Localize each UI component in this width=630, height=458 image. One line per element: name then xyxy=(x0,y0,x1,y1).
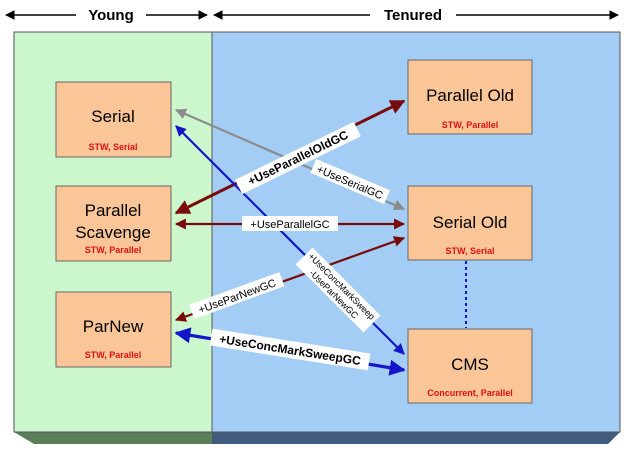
young-span-arrow: Young xyxy=(5,7,208,24)
parallel-scavenge-title-line2: Scavenge xyxy=(75,223,151,242)
serial-box: Serial STW, Serial xyxy=(55,81,172,158)
tenured-panel-bottom-edge xyxy=(212,432,620,444)
svg-text:+UseParallelGC: +UseParallelGC xyxy=(250,219,329,231)
serial-old-box: Serial Old STW, Serial xyxy=(407,185,533,261)
parnew-title: ParNew xyxy=(83,317,144,336)
parnew-box: ParNew STW, Parallel xyxy=(55,291,172,368)
young-label: Young xyxy=(88,7,134,24)
cms-box: CMS Concurrent, Parallel xyxy=(407,328,533,404)
young-panel-bottom-edge xyxy=(14,432,212,444)
tenured-span-arrow: Tenured xyxy=(213,7,619,24)
tenured-label: Tenured xyxy=(384,7,442,24)
serial-old-title: Serial Old xyxy=(433,213,508,232)
parnew-sub: STW, Parallel xyxy=(85,350,142,360)
cms-sub: Concurrent, Parallel xyxy=(427,388,513,398)
serial-title: Serial xyxy=(91,107,134,126)
parallel-scavenge-title-line1: Parallel xyxy=(85,201,142,220)
parallel-old-box: Parallel Old STW, Parallel xyxy=(407,59,533,135)
parallel-scavenge-sub: STW, Parallel xyxy=(85,245,142,255)
serial-old-sub: STW, Serial xyxy=(445,246,494,256)
cms-title: CMS xyxy=(451,355,489,374)
serial-sub: STW, Serial xyxy=(88,142,137,152)
parallel-old-sub: STW, Parallel xyxy=(442,120,499,130)
parallel-old-title: Parallel Old xyxy=(426,86,514,105)
label-use-parallel-gc: +UseParallelGC xyxy=(242,216,338,231)
parallel-scavenge-box: Parallel Scavenge STW, Parallel xyxy=(55,185,172,262)
